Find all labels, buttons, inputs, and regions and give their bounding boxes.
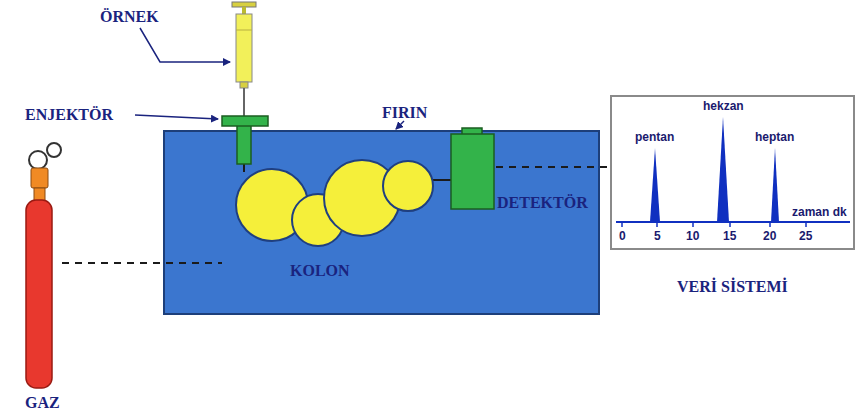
axis-title: zaman dk bbox=[792, 206, 847, 219]
tick-label: 10 bbox=[686, 230, 699, 243]
gas-cylinder bbox=[26, 200, 52, 388]
syringe-plunger-cap bbox=[232, 2, 256, 7]
syringe-hub bbox=[240, 82, 248, 88]
injector-plate bbox=[222, 116, 268, 126]
pressure-gauge bbox=[47, 143, 61, 157]
detector-box: DETEKTÖR bbox=[450, 128, 496, 210]
column-coil bbox=[383, 161, 433, 211]
regulator bbox=[31, 168, 48, 188]
oven-leader bbox=[396, 121, 404, 129]
hexane-peak bbox=[717, 117, 729, 222]
peak-label: hekzan bbox=[703, 100, 744, 113]
syringe-needle bbox=[243, 88, 245, 116]
part-name: ENJEKTÖR bbox=[25, 106, 113, 124]
column-inlet bbox=[243, 164, 245, 172]
detector-body bbox=[451, 134, 494, 209]
heptane-peak bbox=[771, 148, 779, 222]
syringe bbox=[232, 2, 256, 116]
tick-label: 20 bbox=[763, 230, 776, 243]
part-name: VERİ SİSTEMİ bbox=[677, 278, 788, 296]
column-outlet bbox=[432, 179, 452, 181]
data-system-panel: VERİ SİSTEMİ bbox=[610, 95, 855, 250]
gas-cylinder-box: GAZ bbox=[22, 140, 62, 390]
injector-box: ENJEKTÖR bbox=[222, 116, 268, 166]
part-name: GAZ bbox=[25, 394, 60, 412]
syringe-mark bbox=[236, 30, 252, 31]
peak-label: pentan bbox=[635, 131, 674, 144]
peak-label: heptan bbox=[755, 131, 794, 144]
injector-body bbox=[237, 125, 251, 164]
pentane-peak bbox=[650, 148, 660, 222]
syringe-barrel bbox=[236, 14, 252, 82]
injector-leader bbox=[135, 115, 218, 119]
part-name: FIRIN bbox=[382, 104, 427, 122]
sample-label: ÖRNEK bbox=[100, 8, 159, 26]
sample-leader bbox=[140, 28, 230, 62]
signal-line bbox=[62, 262, 222, 264]
axis-ticks bbox=[622, 222, 806, 227]
tick-label: 0 bbox=[619, 230, 626, 243]
pressure-gauge bbox=[29, 151, 47, 169]
column-label: KOLON bbox=[290, 262, 350, 280]
tick-label: 25 bbox=[799, 230, 812, 243]
oven-box: FIRIN ENJEKTÖR DETEKTÖR bbox=[163, 130, 600, 315]
tick-label: 15 bbox=[723, 230, 736, 243]
signal-line bbox=[496, 166, 610, 168]
tick-label: 5 bbox=[654, 230, 661, 243]
part-name: DETEKTÖR bbox=[497, 194, 588, 212]
